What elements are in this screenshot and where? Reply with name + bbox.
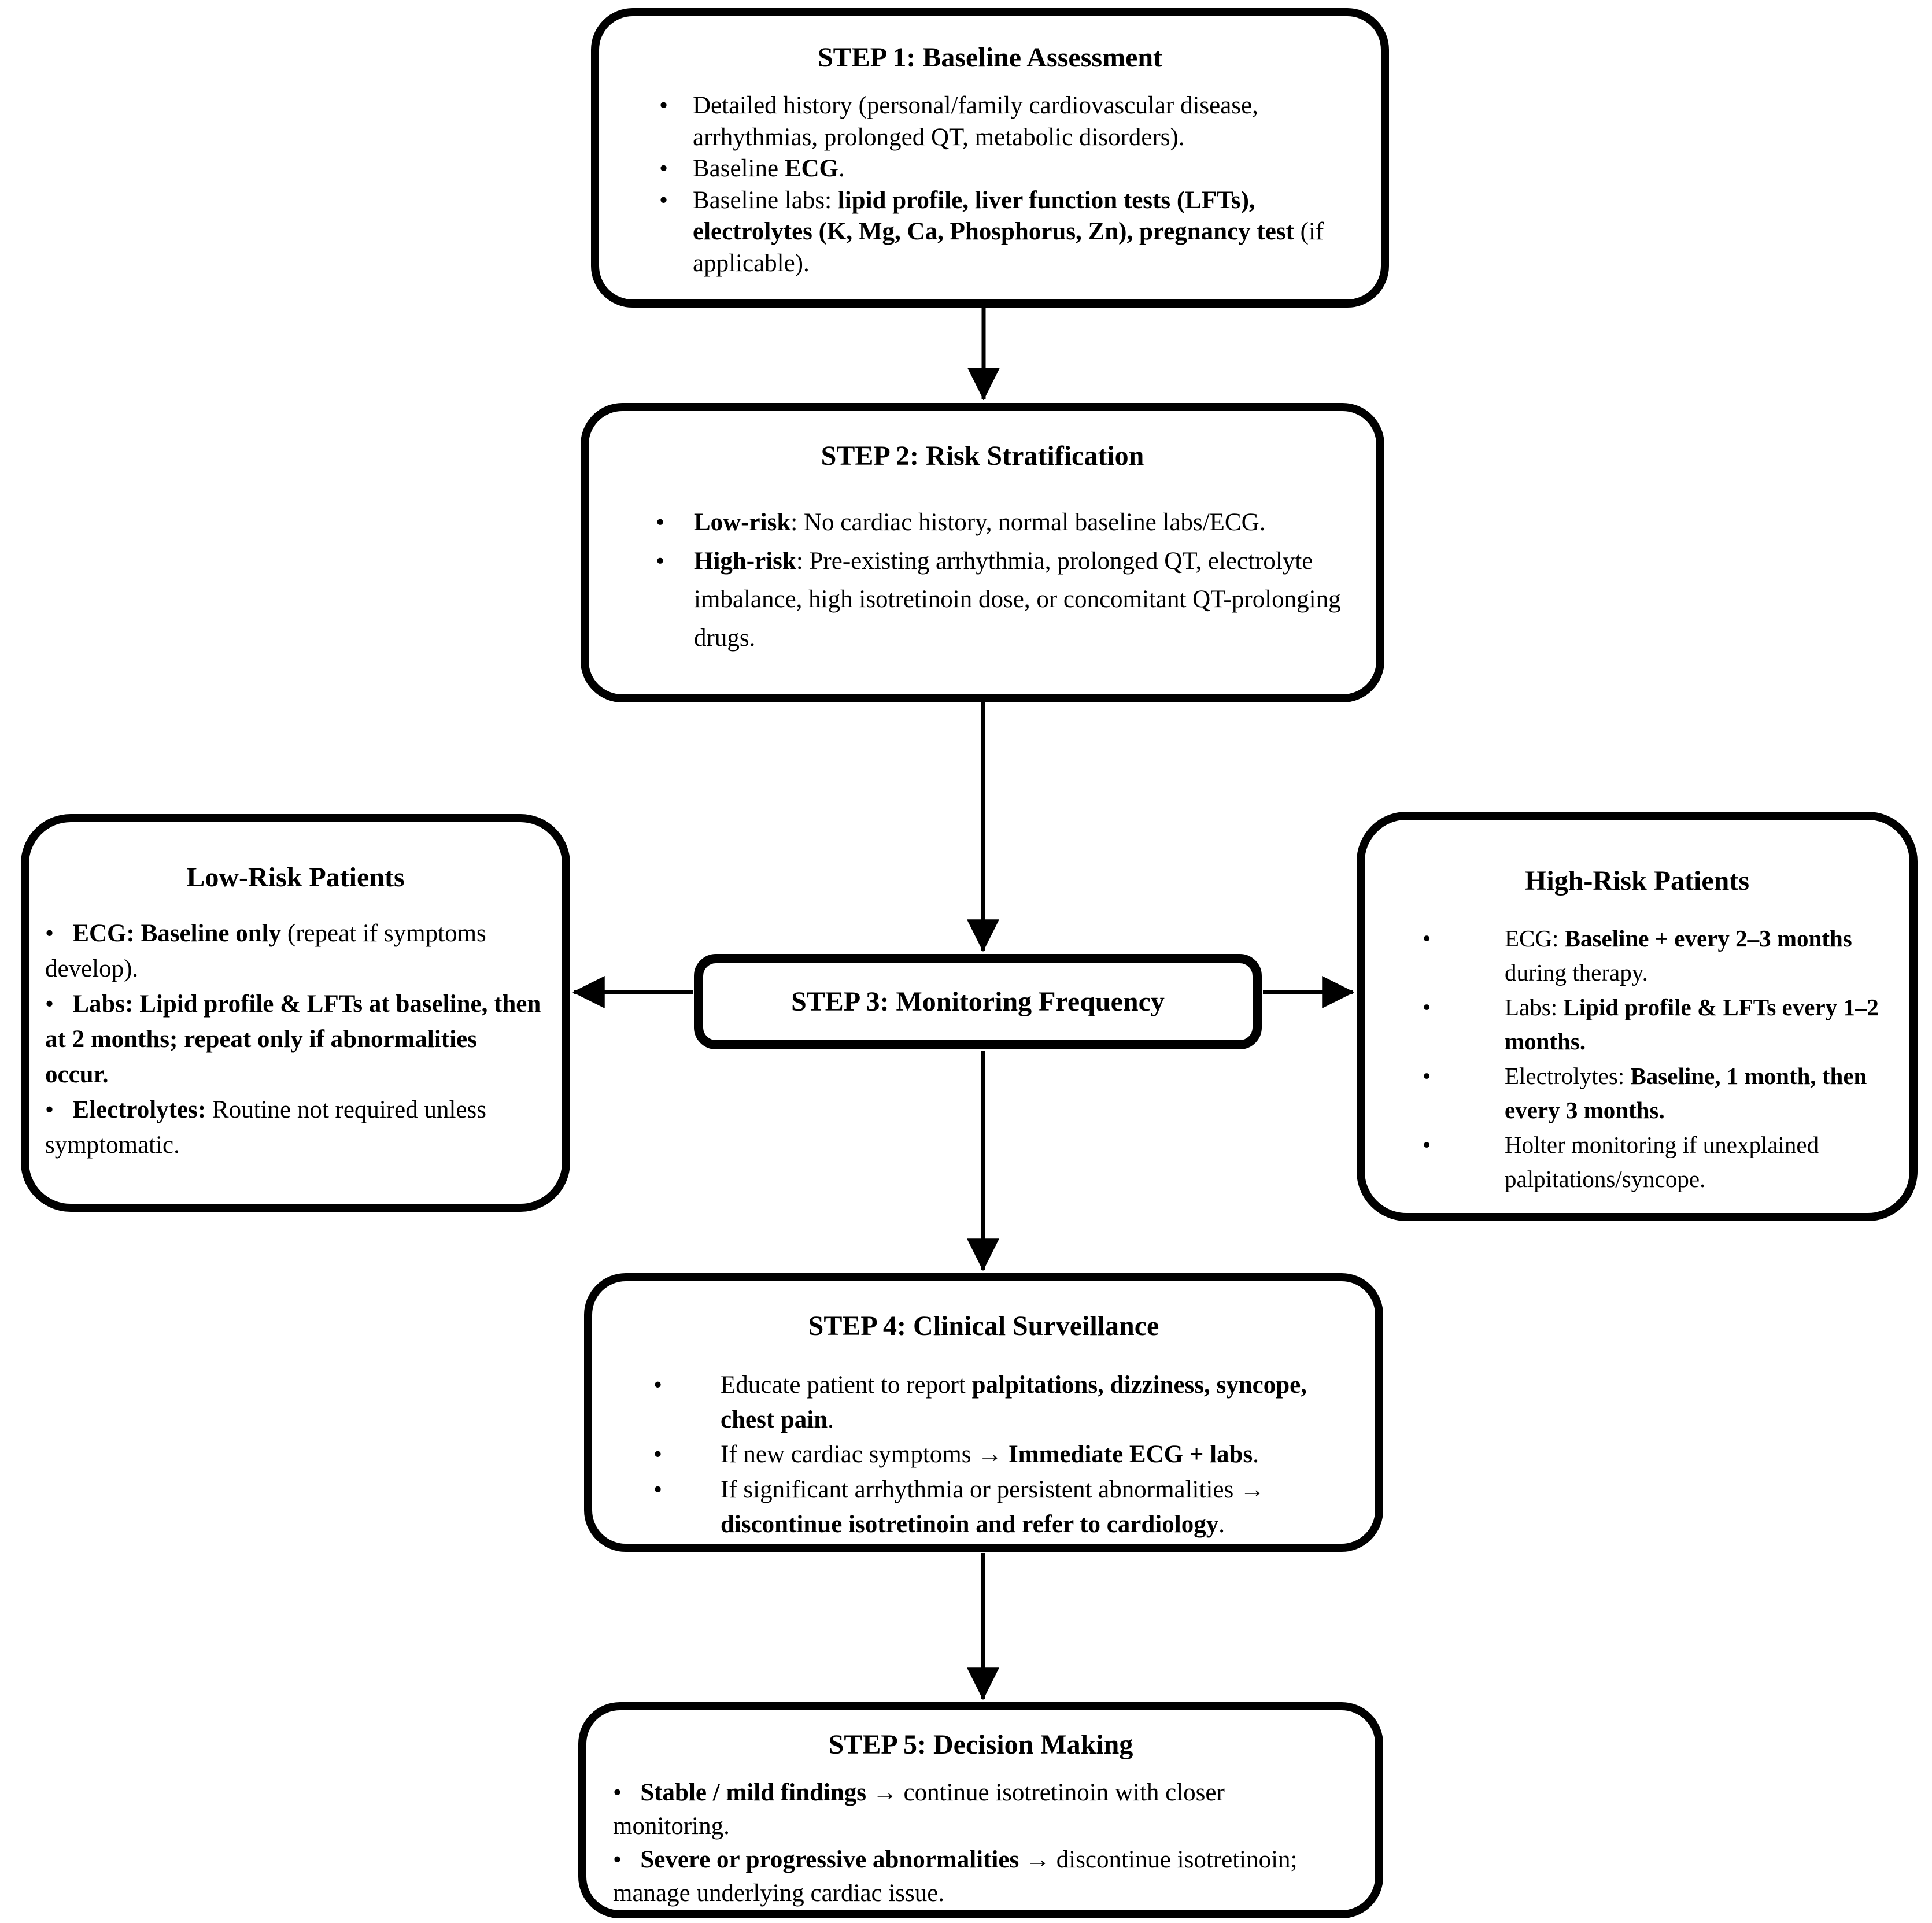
text-segment: Detailed history (personal/family cardio… — [693, 92, 1258, 151]
text-segment: ECG: — [1505, 925, 1565, 952]
bullet-item: Holter monitoring if unexplained palpita… — [1423, 1128, 1894, 1197]
text-segment: Stable / mild findings — [640, 1779, 867, 1806]
text-segment: Electrolytes: — [72, 1096, 206, 1124]
text-segment: Baseline — [693, 155, 785, 183]
text-segment: Lipid profile & LFTs every 1–2 months. — [1505, 993, 1879, 1055]
text-segment: Baseline + every 2–3 months — [1564, 925, 1852, 952]
step5-bullet-list: Stable / mild findings → continue isotre… — [586, 1776, 1375, 1910]
bullet-item: Severe or progressive abnormalities → di… — [613, 1843, 1340, 1910]
text-segment: → continue isotretinoin with closer moni… — [613, 1779, 1225, 1840]
high-risk-bullet-list: ECG: Baseline + every 2–3 months during … — [1365, 922, 1909, 1197]
bullet-item: Electrolytes: Baseline, 1 month, then ev… — [1423, 1059, 1894, 1128]
text-segment: If new cardiac symptoms → — [721, 1441, 1009, 1469]
step1-box: STEP 1: Baseline Assessment Detailed his… — [591, 8, 1389, 308]
bullet-item: Detailed history (personal/family cardio… — [659, 90, 1357, 153]
text-segment: lipid profile, liver function tests (LFT… — [693, 186, 1294, 246]
text-segment: Holter monitoring if unexplained palpita… — [1505, 1131, 1819, 1193]
text-segment: . — [828, 1406, 834, 1434]
step3-box: STEP 3: Monitoring Frequency — [694, 954, 1262, 1049]
text-segment: Immediate ECG + labs — [1008, 1441, 1253, 1469]
low-risk-box: Low-Risk Patients ECG: Baseline only (re… — [21, 814, 570, 1212]
text-segment: Severe or progressive abnormalities — [640, 1846, 1019, 1874]
high-risk-box: High-Risk Patients ECG: Baseline + every… — [1357, 812, 1918, 1221]
bullet-item: Educate patient to report palpitations, … — [653, 1368, 1345, 1437]
step2-bullet-list: Low-risk: No cardiac history, normal bas… — [589, 504, 1376, 658]
text-segment: ECG — [784, 155, 839, 183]
step5-box: STEP 5: Decision Making Stable / mild fi… — [578, 1702, 1383, 1918]
bullet-item: If new cardiac symptoms → Immediate ECG … — [653, 1437, 1345, 1472]
text-segment: Baseline labs: — [693, 186, 838, 214]
text-segment: Electrolytes: — [1505, 1062, 1631, 1089]
step2-title: STEP 2: Risk Stratification — [821, 441, 1144, 471]
text-segment: → discontinue isotretinoin; manage under… — [613, 1846, 1298, 1907]
text-segment: Labs: — [1505, 993, 1564, 1020]
bullet-item: Labs: Lipid profile & LFTs every 1–2 mon… — [1423, 990, 1894, 1059]
step1-title: STEP 1: Baseline Assessment — [817, 42, 1163, 73]
high-risk-title: High-Risk Patients — [1524, 866, 1750, 896]
bullet-item: Low-risk: No cardiac history, normal bas… — [656, 504, 1350, 542]
step4-title: STEP 4: Clinical Surveillance — [808, 1311, 1159, 1341]
bullet-item: High-risk: Pre-existing arrhythmia, prol… — [656, 542, 1350, 658]
text-segment: . — [1218, 1510, 1225, 1538]
bullet-item: Baseline ECG. — [659, 153, 1357, 185]
bullet-item: Electrolytes: Routine not required unles… — [45, 1092, 545, 1163]
text-segment: : No cardiac history, normal baseline la… — [790, 509, 1266, 536]
text-segment: (repeat if symptoms develop). — [45, 920, 486, 983]
step1-bullet-list: Detailed history (personal/family cardio… — [599, 90, 1381, 280]
step5-title: STEP 5: Decision Making — [828, 1729, 1133, 1760]
text-segment: . — [838, 155, 845, 183]
text-segment: palpitations, dizziness, syncope, chest … — [721, 1371, 1307, 1434]
bullet-item: Labs: Lipid profile & LFTs at baseline, … — [45, 986, 545, 1092]
text-segment: Baseline, 1 month, then every 3 months. — [1505, 1062, 1867, 1124]
bullet-item: Stable / mild findings → continue isotre… — [613, 1776, 1340, 1843]
bullet-item: ECG: Baseline only (repeat if symptoms d… — [45, 916, 545, 986]
text-segment: If significant arrhythmia or persistent … — [721, 1475, 1265, 1503]
text-segment: Low-risk — [694, 509, 791, 536]
text-segment: discontinue isotretinoin and refer to ca… — [721, 1510, 1219, 1538]
step4-bullet-list: Educate patient to report palpitations, … — [592, 1368, 1375, 1542]
bullet-item: Baseline labs: lipid profile, liver func… — [659, 185, 1357, 280]
bullet-item: If significant arrhythmia or persistent … — [653, 1473, 1345, 1542]
step4-box: STEP 4: Clinical Surveillance Educate pa… — [584, 1273, 1383, 1552]
text-segment: : Pre-existing arrhythmia, prolonged QT,… — [694, 547, 1341, 652]
bullet-item: ECG: Baseline + every 2–3 months during … — [1423, 922, 1894, 990]
text-segment: (if applicable). — [693, 218, 1324, 278]
text-segment: High-risk — [694, 547, 796, 575]
low-risk-title: Low-Risk Patients — [186, 862, 405, 893]
text-segment: during therapy. — [1505, 959, 1648, 986]
low-risk-bullet-list: ECG: Baseline only (repeat if symptoms d… — [29, 916, 562, 1163]
text-segment: Educate patient to report — [721, 1371, 972, 1399]
step2-box: STEP 2: Risk Stratification Low-risk: No… — [581, 403, 1384, 702]
text-segment: Labs: Lipid profile & LFTs at baseline, … — [45, 990, 541, 1089]
text-segment: Routine not required unless symptomatic. — [45, 1096, 487, 1159]
text-segment: . — [1253, 1441, 1259, 1469]
step3-title: STEP 3: Monitoring Frequency — [791, 986, 1165, 1017]
text-segment: ECG: Baseline only — [72, 920, 282, 947]
